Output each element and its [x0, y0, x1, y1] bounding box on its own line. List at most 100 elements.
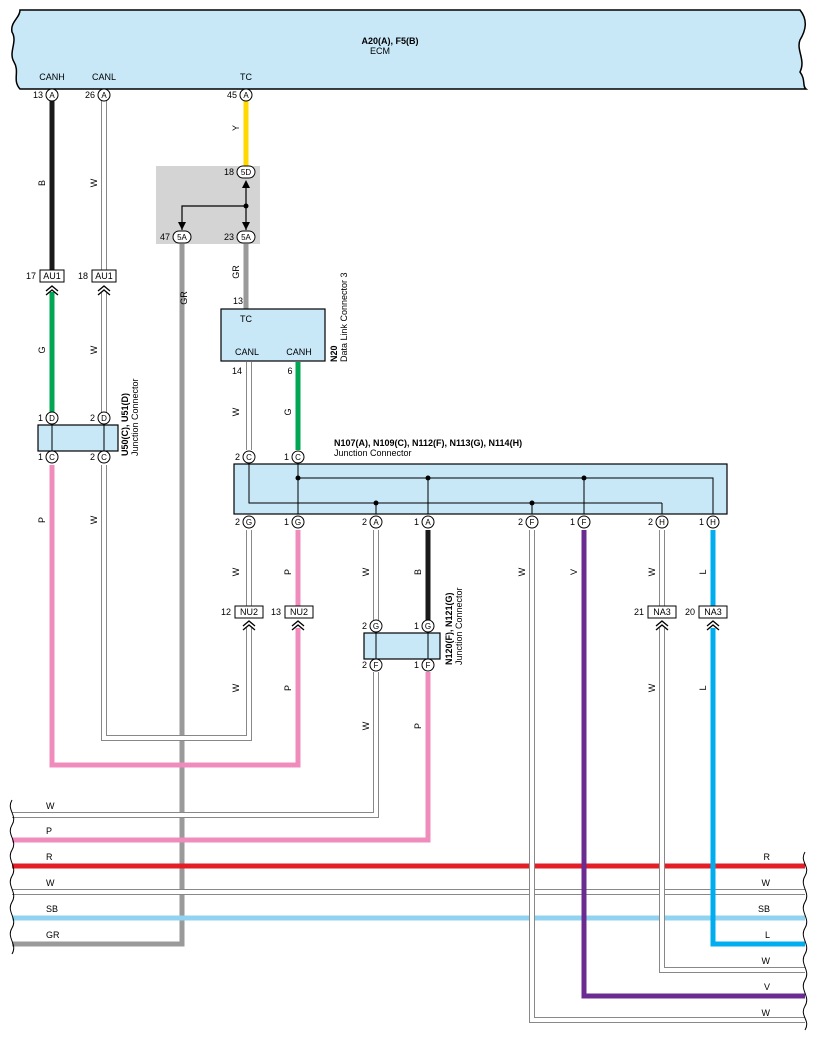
wire-color-label: GR — [179, 291, 189, 305]
pin-number: 1 — [284, 517, 289, 527]
nu2-connector: NU2 NU2 12 13 — [221, 605, 314, 631]
wire-color-label: B — [37, 180, 47, 186]
n120-name: Junction Connector — [454, 587, 464, 665]
pin-marker: A2 — [362, 515, 383, 529]
pin-connector-letter: F — [530, 518, 535, 527]
na3-connector: NA3 NA3 21 20 — [634, 605, 728, 631]
u50-code: U50(C), U51(D) — [120, 393, 130, 456]
pin-connector-letter: H — [659, 518, 665, 527]
bus-label-right: SB — [758, 904, 770, 914]
wire-color-label: W — [89, 178, 99, 187]
pin-connector-letter: A — [425, 518, 431, 527]
bus-label-right: L — [765, 930, 770, 940]
wire-color-label: W — [647, 567, 657, 576]
wire-color-label: L — [698, 569, 708, 574]
bus-label-right: W — [762, 878, 771, 888]
wire-color-label: V — [569, 569, 579, 575]
bus-label-left: R — [46, 852, 53, 862]
bus-label-left: W — [46, 878, 55, 888]
n107-code: N107(A), N109(C), N112(F), N113(G), N114… — [334, 438, 522, 448]
au1-pin-18: 18 — [78, 271, 88, 281]
bus-label-right: V — [764, 982, 770, 992]
ecm-pin-label-canl: CANL — [92, 72, 116, 82]
pin-number: 23 — [224, 232, 234, 242]
au1-label-1: AU1 — [43, 271, 61, 281]
wire-color-label: W — [647, 683, 657, 692]
pin-connector-letter: C — [101, 453, 107, 462]
wire-n107-2f-w — [530, 530, 805, 1022]
wire-color-label: W — [89, 515, 99, 524]
wire-n107-1f-v — [581, 530, 805, 999]
pin-connector-letter: C — [295, 453, 301, 462]
pin-number: 1 — [414, 660, 419, 670]
pin-connector-letter: G — [246, 518, 252, 527]
pin-number: 2 — [362, 621, 367, 631]
pin-marker: 5A 23 — [224, 230, 256, 244]
dlc-pin-tc: TC — [240, 314, 252, 324]
pin-connector-letter: C — [49, 453, 55, 462]
pin-connector-letter: G — [373, 622, 379, 631]
pin-connector-letter: 5D — [241, 168, 251, 177]
bus-label-right: R — [764, 852, 771, 862]
pin-connector-letter: F — [374, 661, 379, 670]
wire-n120-2f-w — [12, 672, 378, 817]
pin-marker: G2 — [235, 515, 256, 529]
bus-label-right: W — [762, 1008, 771, 1018]
ecm-name: ECM — [370, 46, 390, 56]
pin-connector-letter: F — [582, 518, 587, 527]
pin-number: 1 — [414, 621, 419, 631]
na3-pin-21: 21 — [634, 607, 644, 617]
break-marks — [9, 799, 808, 1031]
bus-label-right: W — [762, 956, 771, 966]
dlc-num-canl: 14 — [232, 366, 242, 376]
pin-marker: D2 — [90, 411, 111, 425]
pin-marker: G2 — [362, 619, 383, 633]
pin-number: 18 — [224, 167, 234, 177]
bus-label-left: GR — [46, 930, 60, 940]
gray-connector-block — [156, 166, 260, 244]
nu2-label-1: NU2 — [240, 607, 258, 617]
wire-na3-l — [710, 628, 805, 947]
pin-connector-letter: A — [243, 91, 249, 100]
pin-connector-letter: G — [295, 518, 301, 527]
pin-connector-letter: A — [101, 91, 107, 100]
pin-connector-letter: 5A — [241, 233, 251, 242]
pin-marker: A45 — [227, 88, 253, 102]
wire-color-label: W — [361, 567, 371, 576]
ecm-codes: A20(A), F5(B) — [361, 36, 418, 46]
au1-label-2: AU1 — [95, 271, 113, 281]
pin-marker: G1 — [414, 619, 435, 633]
pin-connector-letter: D — [101, 414, 107, 423]
pin-number: 1 — [570, 517, 575, 527]
pin-marker: A26 — [85, 88, 111, 102]
pin-marker: C1 — [284, 450, 305, 464]
dlc-code: N20 — [329, 345, 339, 362]
wire-u50-p — [49, 465, 301, 768]
wire-color-label: P — [37, 517, 47, 523]
wire-color-label: W — [231, 407, 241, 416]
ecm-pin-label-canh: CANH — [39, 72, 65, 82]
u50-junction-box: U50(C), U51(D) Junction Connector — [37, 378, 140, 456]
au1-pin-17: 17 — [26, 271, 36, 281]
bus-label-left: P — [46, 826, 52, 836]
wire-color-label: Y — [231, 125, 241, 131]
dlc-pin-canl: CANL — [235, 347, 259, 357]
pin-number: 1 — [38, 452, 43, 462]
dlc-num-tc: 13 — [233, 296, 243, 306]
nu2-pin-13: 13 — [271, 607, 281, 617]
pin-marker: A13 — [33, 88, 59, 102]
pin-number: 2 — [362, 517, 367, 527]
dlc-pin-canh: CANH — [286, 347, 312, 357]
pin-marker: F2 — [518, 515, 539, 529]
wire-color-label: W — [517, 567, 527, 576]
wire-color-label: W — [231, 567, 241, 576]
ecm-pin-label-tc: TC — [240, 72, 252, 82]
bus-label-left: W — [46, 801, 55, 811]
u50-name: Junction Connector — [130, 378, 140, 456]
pin-marker: D1 — [38, 411, 59, 425]
dlc-n20-box: TC CANL CANH 13 14 6 N20 Data Link Conne… — [220, 272, 349, 376]
wire-color-label: GR — [231, 265, 241, 279]
wire-color-label: L — [698, 685, 708, 690]
